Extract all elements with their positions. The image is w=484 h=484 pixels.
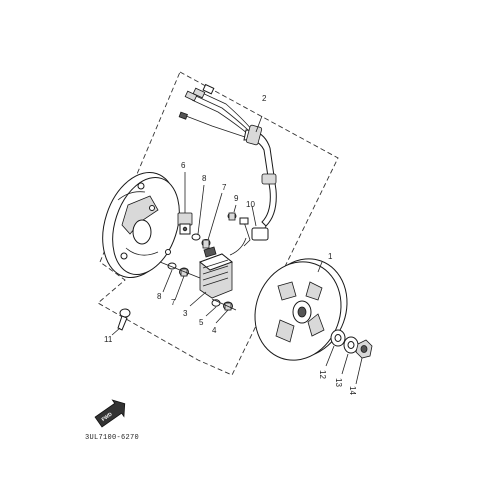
plate-screw	[117, 308, 131, 331]
callout-1: 1	[328, 252, 333, 261]
forward-arrow-icon: FWD	[94, 399, 126, 428]
callout-14: 14	[348, 386, 357, 395]
callout-8-upper: 8	[202, 174, 207, 183]
callout-13: 13	[334, 378, 343, 387]
screw-and-washer-lower	[159, 261, 201, 279]
callout-4: 4	[212, 326, 217, 335]
callout-2: 2	[262, 94, 267, 103]
diagram-code: 3UL7100-6270	[85, 434, 139, 442]
callout-7-upper: 7	[222, 183, 227, 192]
flywheel-rotor	[254, 258, 348, 361]
callout-5: 5	[199, 318, 204, 327]
rotor-washers-and-nut	[325, 329, 373, 385]
callout-9: 9	[234, 194, 239, 203]
screw-and-washer-upper	[191, 184, 223, 249]
callout-6: 6	[181, 161, 186, 170]
callout-11: 11	[104, 335, 113, 344]
callout-7-lower: 7	[171, 298, 176, 307]
callout-3: 3	[183, 309, 188, 318]
callout-12: 12	[318, 370, 327, 379]
charge-coil	[198, 237, 247, 299]
pickup-coil	[177, 196, 193, 235]
forward-badge-label: FWD	[101, 411, 114, 423]
leader-lines	[111, 172, 229, 336]
stator-base-plate	[102, 172, 180, 278]
coil-mount-screws	[211, 298, 237, 311]
assembly-boundary-dashed	[97, 71, 339, 376]
ground-lead-and-clamp	[227, 204, 257, 247]
callout-10: 10	[246, 200, 255, 209]
wire-harness	[178, 83, 277, 241]
callout-8-lower: 8	[157, 292, 162, 301]
